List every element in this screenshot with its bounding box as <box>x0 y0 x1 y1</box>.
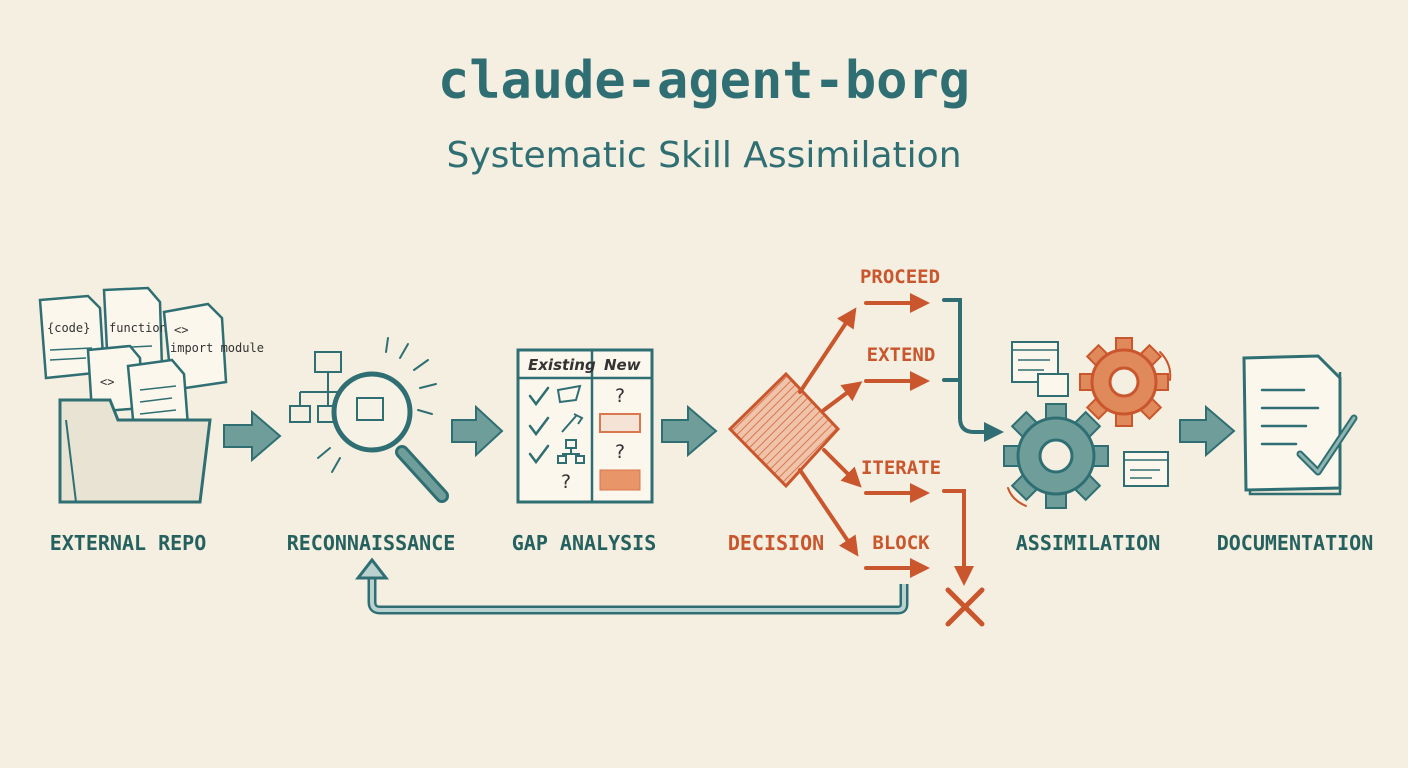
checkmark-icon <box>528 444 550 465</box>
repo-file-label: function() <box>109 321 181 335</box>
gear-icon <box>1003 403 1109 509</box>
table-header-new: New <box>604 356 641 374</box>
repo-file-label: {code} <box>47 321 90 335</box>
iterate-connector <box>942 489 974 586</box>
wrench-icon <box>561 413 584 433</box>
repo-file-label: <> <box>100 375 114 389</box>
reconnaissance-illustration <box>289 337 449 503</box>
stage-label-documentation: DOCUMENTATION <box>1217 531 1374 555</box>
merge-connector <box>942 298 1004 442</box>
gap-cell-highlight <box>599 469 641 491</box>
diagram-subtitle: Systematic Skill Assimilation <box>446 135 961 176</box>
diagram-title: claude-agent-borg <box>438 51 970 111</box>
branch-label-extend: EXTEND <box>867 344 936 366</box>
repo-file-label: <> <box>174 323 188 337</box>
decision-diamond <box>727 371 841 489</box>
stage-label-gap-analysis: GAP ANALYSIS <box>512 531 657 555</box>
repo-file-label: import module <box>170 341 264 355</box>
code-window-icon <box>1123 451 1169 487</box>
decision-branch-arrows <box>798 293 930 578</box>
table-header-existing: Existing <box>528 356 596 374</box>
branch-label-iterate: ITERATE <box>861 457 941 479</box>
external-repo-illustration: {code} function() <> import module <> <box>38 286 264 504</box>
flow-arrow <box>1179 404 1236 458</box>
flag-icon <box>556 384 582 404</box>
unknown-mark: ? <box>615 385 625 407</box>
code-window-icon <box>1011 341 1069 397</box>
unknown-mark: ? <box>615 441 625 463</box>
gap-analysis-table: Existing New ? ? ? <box>516 348 654 504</box>
unknown-mark: ? <box>561 471 571 493</box>
checkmark-icon <box>528 416 550 437</box>
flow-arrow <box>661 404 718 458</box>
x-icon <box>945 587 985 627</box>
loop-back-arrow-head <box>354 557 390 580</box>
assimilation-illustration <box>1003 337 1172 509</box>
loop-back-arrow-inner <box>370 574 906 612</box>
document-check-icon <box>1242 354 1358 496</box>
stage-label-decision: DECISION <box>728 531 824 555</box>
scan-rays <box>317 337 437 473</box>
magnifier-icon <box>331 371 449 503</box>
tree-icon <box>557 439 585 464</box>
folder-icon <box>58 398 212 504</box>
gap-cell-highlight <box>599 413 641 433</box>
checkmark-icon <box>528 386 550 407</box>
stage-label-assimilation: ASSIMILATION <box>1016 531 1161 555</box>
flow-arrow <box>223 409 282 463</box>
branch-label-proceed: PROCEED <box>860 266 940 288</box>
stage-label-external-repo: EXTERNAL REPO <box>50 531 207 555</box>
gear-icon <box>1079 337 1169 427</box>
flow-arrow <box>451 404 504 458</box>
loop-back-arrow <box>367 574 909 615</box>
branch-label-block: BLOCK <box>872 532 930 554</box>
stage-label-reconnaissance: RECONNAISSANCE <box>287 531 456 555</box>
